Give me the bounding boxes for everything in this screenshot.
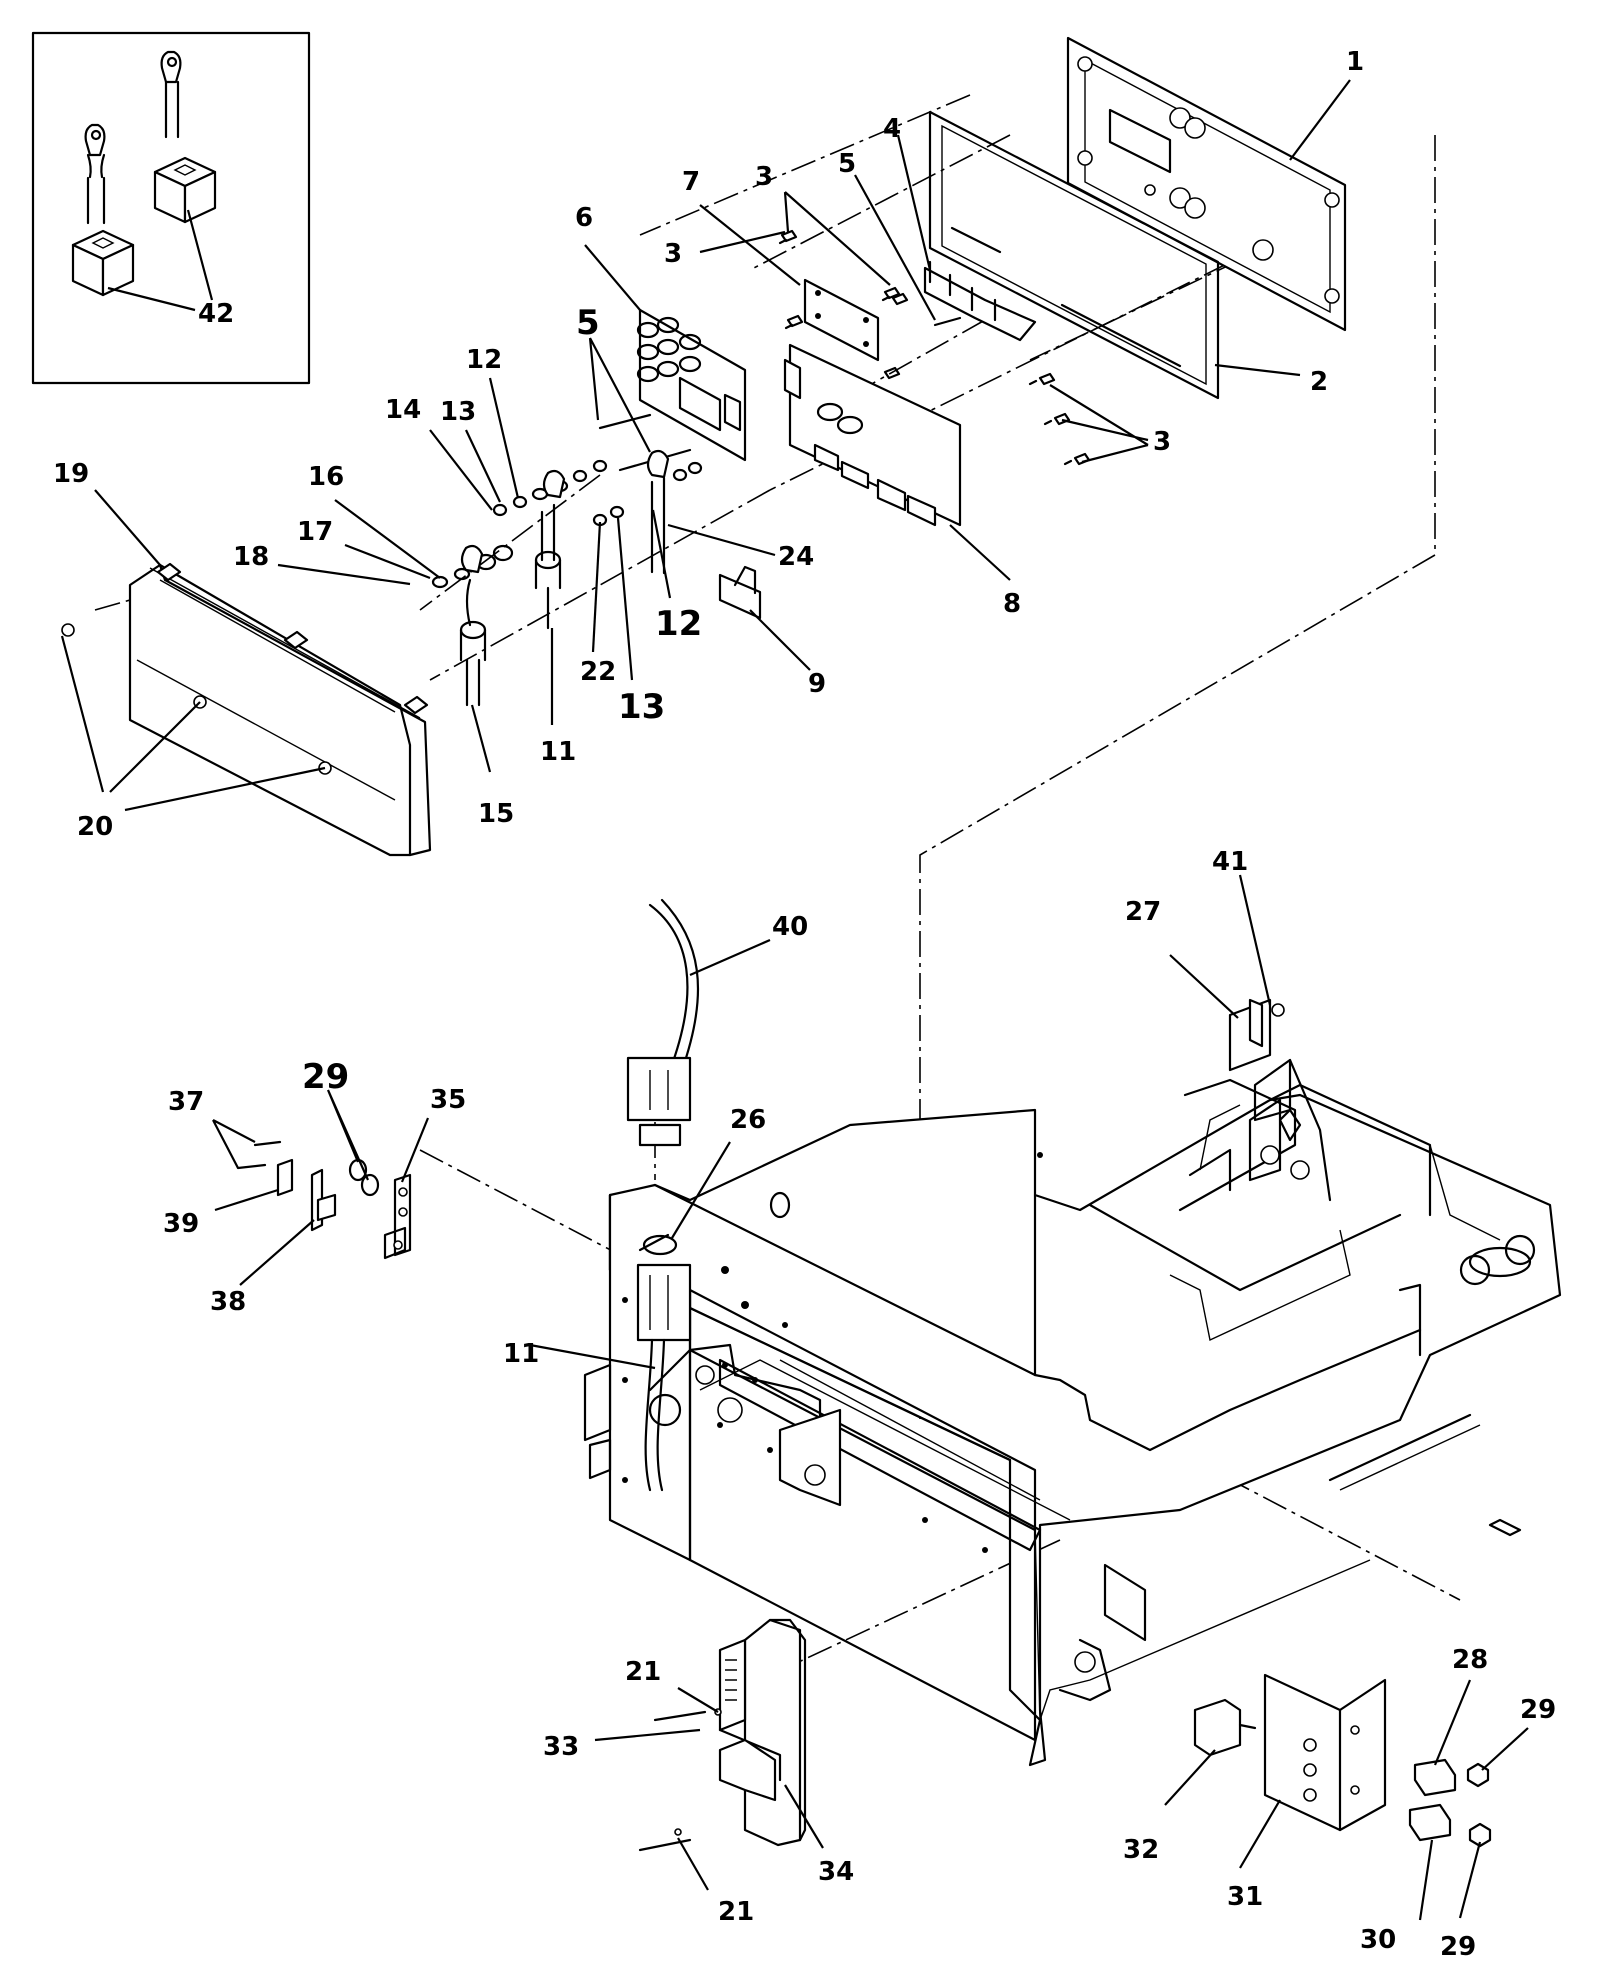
label-7: 7 <box>682 167 700 197</box>
part-35-bracket <box>383 1173 412 1260</box>
label-29-left: 29 <box>302 1057 349 1097</box>
label-29-right-bottom: 29 <box>1440 1932 1476 1962</box>
label-29-right-top: 29 <box>1520 1695 1556 1725</box>
part-28-switch <box>1413 1758 1457 1797</box>
label-3-left: 3 <box>664 239 682 269</box>
part-9-connector <box>718 565 762 620</box>
leader-lines <box>60 79 1529 1921</box>
part-27-switch-bracket <box>1228 998 1332 1202</box>
insulator-block-left <box>71 229 135 297</box>
part-32-switch <box>1193 1698 1257 1757</box>
part-4-bracket <box>923 260 1037 342</box>
part-33-screws <box>638 1708 722 1852</box>
label-24: 24 <box>778 542 814 572</box>
part-31-bracket <box>1263 1673 1387 1832</box>
inset-detail <box>31 31 311 385</box>
part-8-circuit-board <box>783 343 962 527</box>
chassis-pivot-arm <box>648 1343 1042 1552</box>
part-39-actuator <box>276 1158 294 1197</box>
label-34: 34 <box>818 1857 854 1887</box>
part-29-nuts-right <box>1466 1762 1492 1848</box>
part-24-cable <box>646 449 670 575</box>
label-32: 32 <box>1123 1835 1159 1865</box>
part-1-cover-plate <box>1066 36 1347 332</box>
label-14: 14 <box>385 395 421 425</box>
part-38-switch <box>310 1168 337 1232</box>
item-labels: 1 2 3 4 5 3 7 3 6 5 12 13 14 19 16 17 18… <box>53 47 1556 1962</box>
inset-frame <box>31 31 311 385</box>
part-34-module <box>718 1618 807 1847</box>
label-1: 1 <box>1346 47 1364 77</box>
label-37: 37 <box>168 1087 204 1117</box>
part-37-pins <box>236 1140 282 1170</box>
label-11-bottom: 11 <box>503 1339 539 1369</box>
label-3-top: 3 <box>755 162 773 192</box>
part-7-plate <box>803 278 880 362</box>
label-30: 30 <box>1360 1925 1396 1955</box>
label-4: 4 <box>883 114 901 144</box>
label-13-bottom: 13 <box>618 687 665 727</box>
label-3-right: 3 <box>1153 427 1171 457</box>
terminal-lug-left <box>84 123 106 225</box>
label-19: 19 <box>53 459 89 489</box>
part-26-clip <box>638 1233 678 1256</box>
label-31: 31 <box>1227 1882 1263 1912</box>
label-42: 42 <box>198 299 234 329</box>
label-13-top: 13 <box>440 397 476 427</box>
insulator-block-right <box>153 156 217 224</box>
label-5-left: 5 <box>576 303 600 343</box>
terminal-lug-right <box>160 50 182 139</box>
label-12-top: 12 <box>466 345 502 375</box>
label-8: 8 <box>1003 589 1021 619</box>
label-17: 17 <box>297 517 333 547</box>
part-19-housing <box>61 562 432 857</box>
part-11-connector-lower <box>636 1263 692 1492</box>
part-2-gasket <box>928 110 1220 400</box>
label-26: 26 <box>730 1105 766 1135</box>
label-28: 28 <box>1452 1645 1488 1675</box>
label-12-bottom: 12 <box>655 604 702 644</box>
label-16: 16 <box>308 462 344 492</box>
label-6: 6 <box>575 203 593 233</box>
label-22: 22 <box>580 657 616 687</box>
label-39: 39 <box>163 1209 199 1239</box>
label-40: 40 <box>772 912 808 942</box>
label-41: 41 <box>1212 847 1248 877</box>
label-38: 38 <box>210 1287 246 1317</box>
label-21-top: 21 <box>625 1657 661 1687</box>
label-2: 2 <box>1310 367 1328 397</box>
part-6-capacitor-board <box>636 308 747 462</box>
label-20: 20 <box>77 812 113 842</box>
label-33: 33 <box>543 1732 579 1762</box>
label-21-bottom: 21 <box>718 1897 754 1927</box>
label-11-top: 11 <box>540 737 576 767</box>
part-11-cable-top <box>534 469 566 630</box>
part-29-nuts-left <box>348 1158 380 1197</box>
label-35: 35 <box>430 1085 466 1115</box>
label-18: 18 <box>233 542 269 572</box>
label-5-top: 5 <box>838 149 856 179</box>
part-15-cable <box>459 544 487 707</box>
label-9: 9 <box>808 669 826 699</box>
chassis-right-side <box>1034 1529 1371 1721</box>
label-15: 15 <box>478 799 514 829</box>
label-27: 27 <box>1125 897 1161 927</box>
part-40-cable-plug <box>626 898 700 1147</box>
part-30-switch <box>1408 1803 1452 1842</box>
